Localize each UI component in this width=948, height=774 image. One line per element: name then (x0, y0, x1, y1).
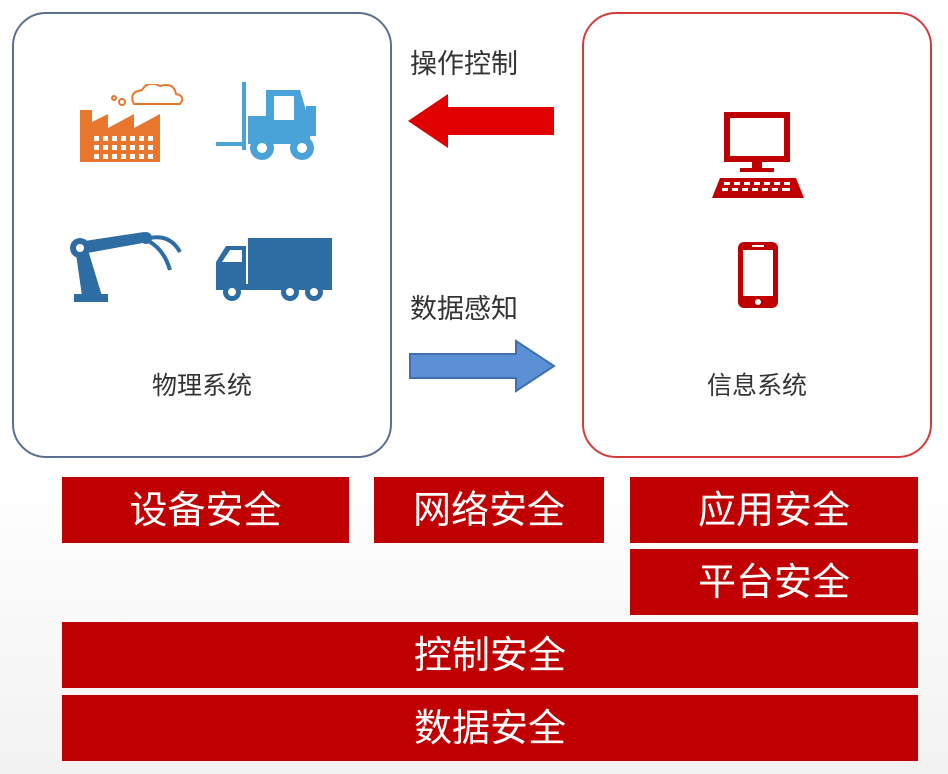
application-security-block: 应用安全 (630, 477, 918, 543)
cyber-system-label: 信息系统 (706, 371, 807, 400)
data-security-block: 数据安全 (62, 695, 918, 761)
control-security-block: 控制安全 (62, 622, 918, 688)
control-arrow-label: 操作控制 (410, 49, 518, 80)
smartphone-icon (738, 242, 778, 308)
computer-icon (712, 112, 804, 198)
forklift-icon (216, 82, 316, 160)
physical-system-panel: 物理系统 (12, 12, 392, 458)
robot-arm-icon (70, 232, 182, 302)
factory-icon (80, 84, 184, 162)
cyber-system-panel: 信息系统 (582, 12, 932, 458)
sense-arrow-label: 数据感知 (410, 294, 518, 325)
truck-icon (216, 238, 332, 301)
physical-system-label: 物理系统 (151, 371, 252, 400)
platform-security-block: 平台安全 (630, 549, 918, 615)
device-security-block: 设备安全 (62, 477, 349, 543)
sense-arrow-icon (409, 339, 556, 393)
control-arrow-icon (408, 94, 554, 148)
network-security-block: 网络安全 (374, 477, 604, 543)
